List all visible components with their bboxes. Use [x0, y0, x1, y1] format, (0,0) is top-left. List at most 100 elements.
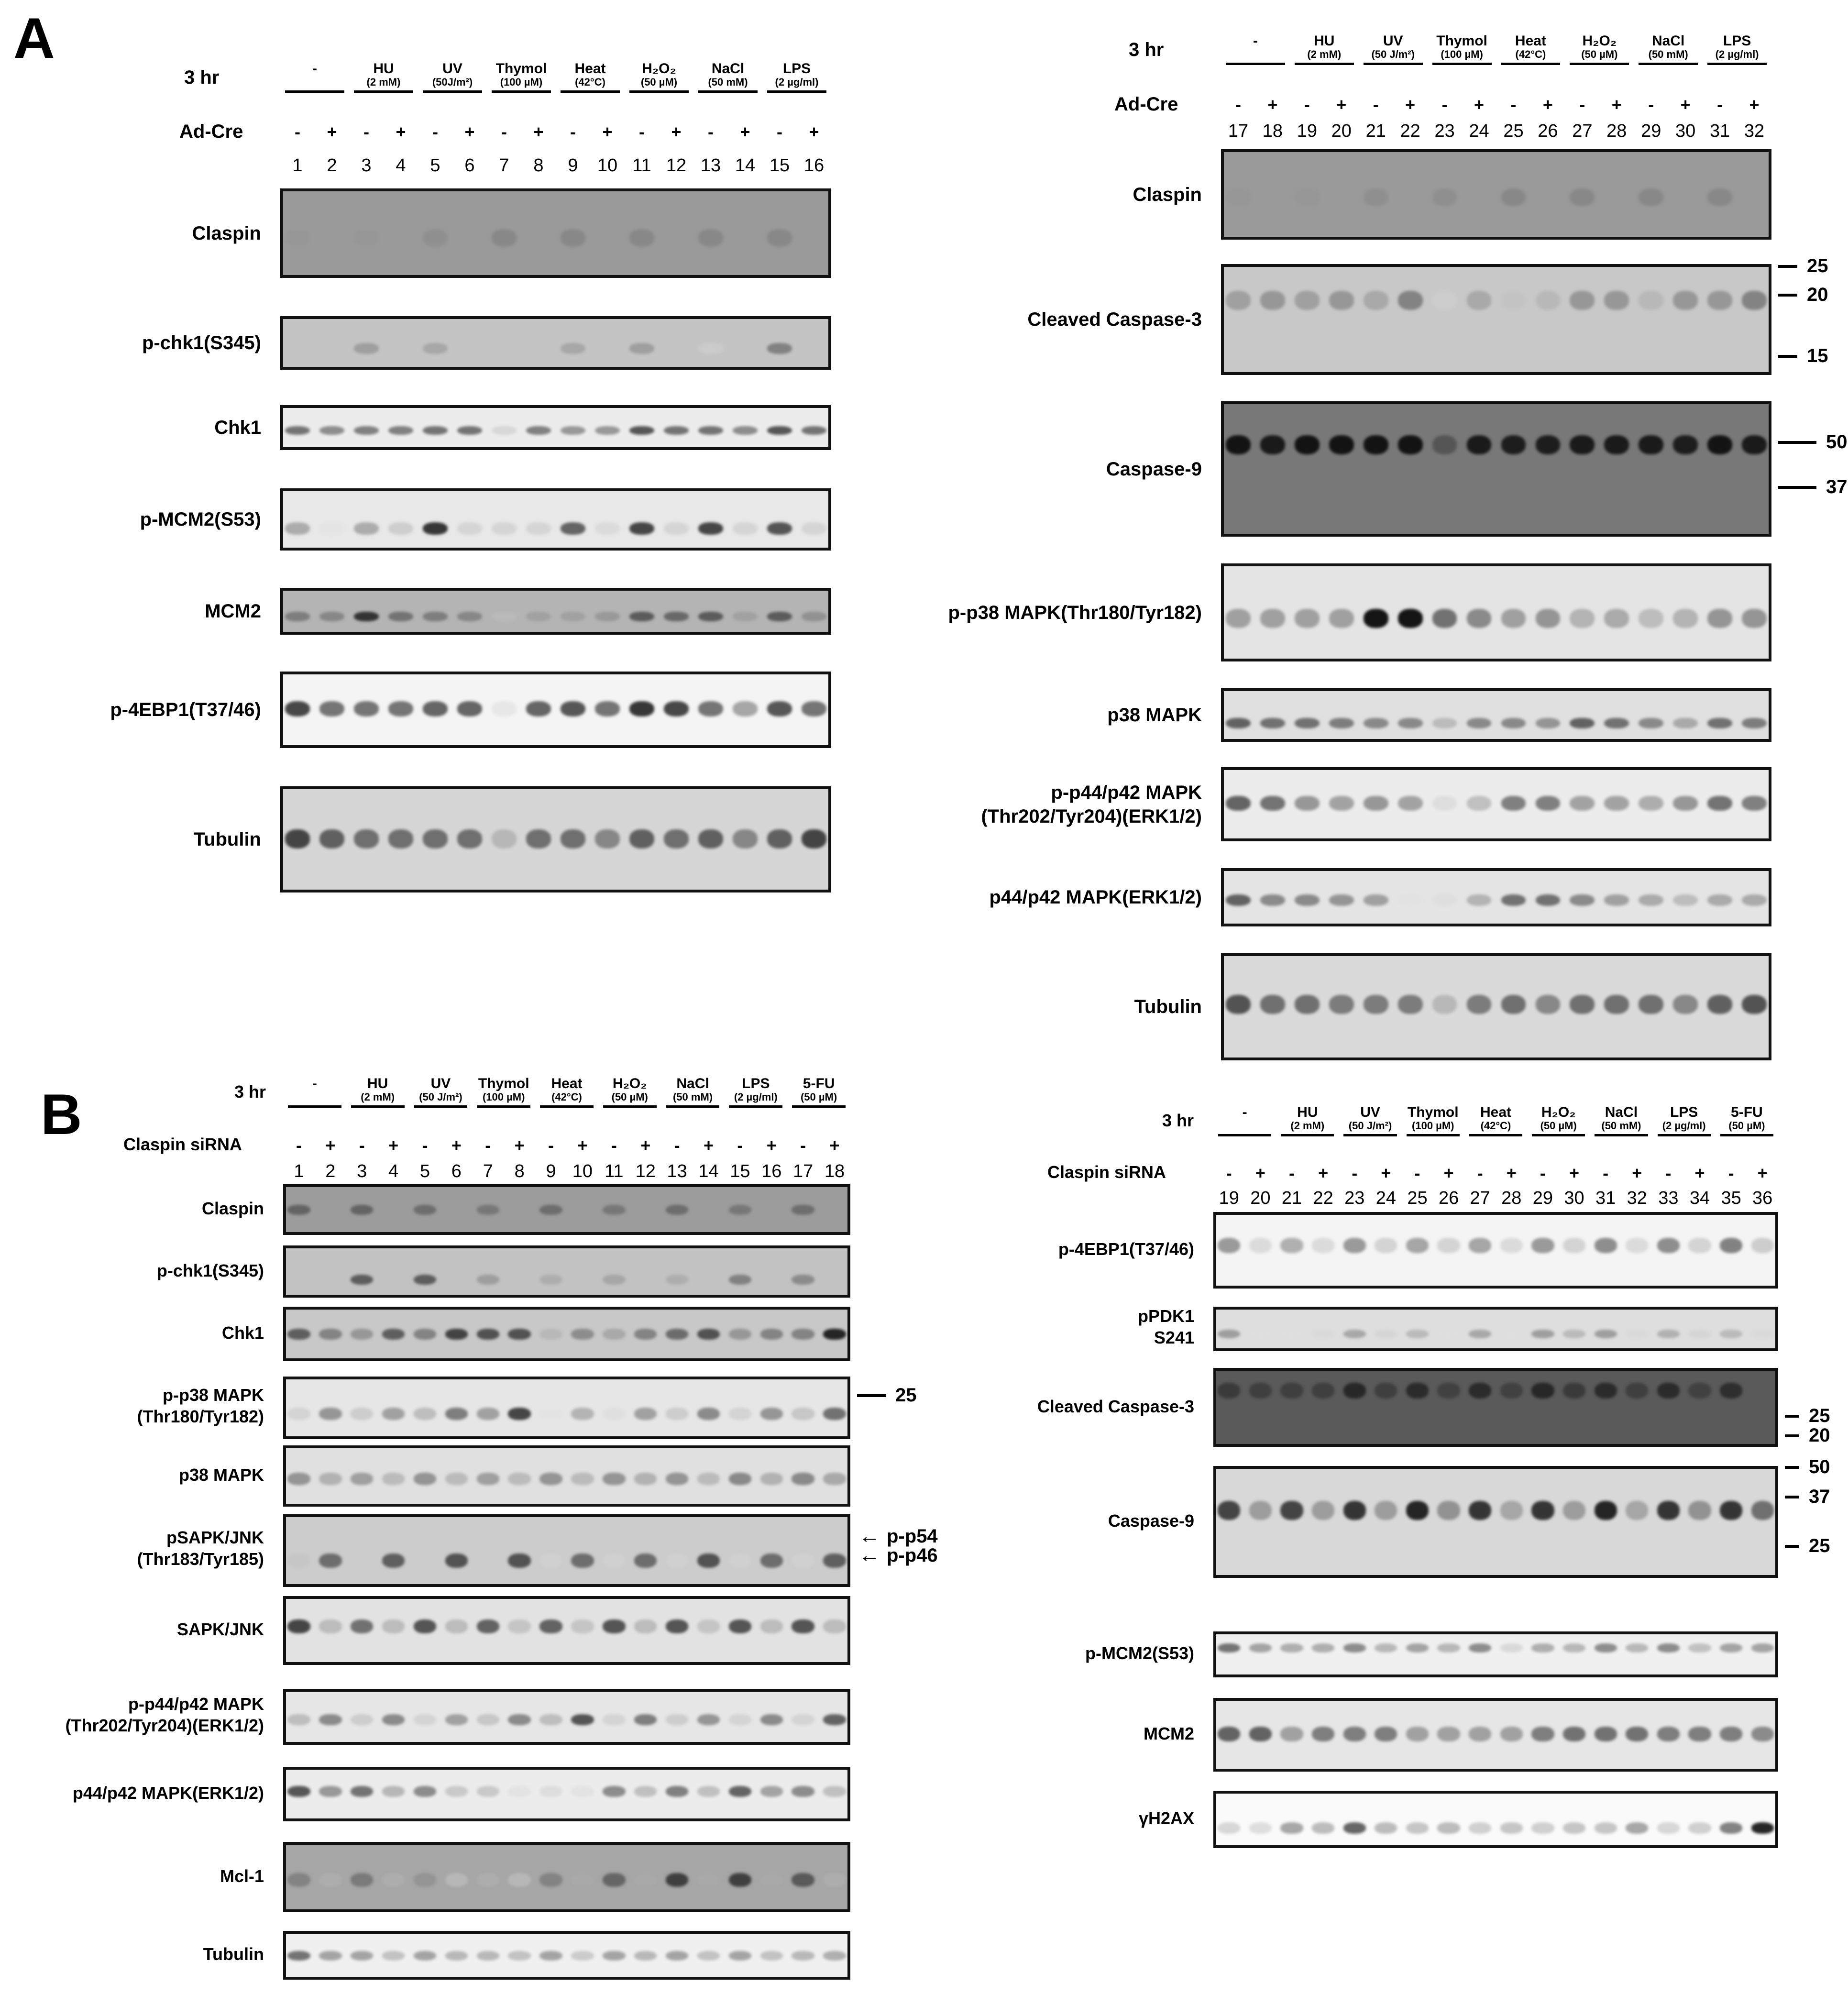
- lane-number: 7: [483, 1161, 493, 1181]
- protein-band: [445, 1553, 468, 1568]
- protein-band: [1673, 608, 1698, 628]
- blot-label: Claspin: [192, 222, 261, 244]
- plus-sign: +: [829, 1135, 840, 1155]
- protein-band: [1719, 1382, 1743, 1399]
- plus-sign: +: [1680, 95, 1691, 114]
- protein-band: [354, 343, 379, 354]
- western-blot: [1213, 1698, 1778, 1772]
- plus-sign: +: [1443, 1163, 1454, 1183]
- protein-band: [571, 1407, 594, 1421]
- protein-band: [423, 701, 448, 716]
- protein-band: [351, 1714, 374, 1726]
- protein-band: [561, 229, 585, 247]
- protein-band: [351, 1274, 374, 1285]
- protein-band: [603, 1950, 626, 1961]
- western-blot: [1221, 868, 1771, 926]
- protein-band: [388, 612, 413, 621]
- mw-marker: 37: [1785, 1486, 1830, 1508]
- protein-band: [445, 1407, 468, 1421]
- protein-band: [1397, 290, 1423, 310]
- protein-band: [1500, 1643, 1523, 1653]
- mw-label: 25: [1809, 1535, 1830, 1556]
- treatment-group: NaCl(50 mM): [666, 1076, 720, 1108]
- protein-band: [1604, 994, 1629, 1014]
- protein-band: [1406, 1238, 1429, 1253]
- mw-label: 50: [1809, 1456, 1830, 1477]
- treatment-underline: [1294, 62, 1354, 65]
- treatment-group: 5-FU(50 µM): [1720, 1105, 1773, 1136]
- lane-number: 13: [700, 155, 721, 176]
- western-blot: [1221, 149, 1771, 240]
- blot-label: Tubulin: [193, 829, 261, 850]
- protein-band: [1280, 1329, 1303, 1339]
- protein-band: [1751, 1643, 1774, 1653]
- protein-band: [1363, 290, 1388, 310]
- blot-label: p-chk1(S345): [156, 1260, 264, 1280]
- protein-band: [457, 701, 482, 716]
- protein-band: [1343, 1822, 1366, 1834]
- mw-tick: [1785, 1465, 1799, 1469]
- treatment-underline: [729, 1105, 783, 1108]
- minus-sign: -: [422, 1135, 428, 1155]
- plus-sign: +: [1405, 95, 1416, 114]
- protein-band: [319, 426, 344, 435]
- treatment-group: -: [285, 61, 344, 93]
- protein-band: [1218, 1726, 1241, 1741]
- protein-band: [665, 1950, 689, 1961]
- lane-number: 33: [1658, 1188, 1679, 1208]
- protein-band: [1280, 1822, 1303, 1834]
- protein-band: [629, 229, 654, 247]
- protein-band: [1707, 994, 1732, 1014]
- minus-sign: -: [1477, 1163, 1483, 1183]
- protein-band: [445, 1873, 468, 1887]
- blot-label: Caspase-9: [1106, 458, 1202, 480]
- lane-number: 19: [1297, 121, 1317, 141]
- plus-sign: +: [809, 122, 819, 142]
- protein-band: [1432, 290, 1457, 310]
- a-left-time-label: 3 hr: [184, 67, 220, 88]
- protein-band: [1657, 1329, 1680, 1339]
- protein-band: [1260, 994, 1285, 1014]
- treatment-name: Heat: [574, 61, 606, 77]
- protein-band: [733, 612, 758, 621]
- treatment-group: NaCl(50 mM): [1639, 33, 1698, 65]
- protein-band: [1329, 608, 1354, 628]
- protein-band: [1751, 1500, 1774, 1520]
- protein-band: [1688, 1329, 1711, 1339]
- blot-label: p-MCM2(S53): [1085, 1643, 1194, 1663]
- protein-band: [792, 1328, 814, 1340]
- treatment-group: NaCl(50 mM): [1595, 1105, 1648, 1136]
- protein-band: [1218, 1822, 1241, 1834]
- treatment-dose: (50 µM): [611, 1091, 648, 1103]
- protein-band: [595, 612, 620, 621]
- protein-band: [1397, 435, 1423, 454]
- lane-number: 1: [294, 1161, 304, 1181]
- protein-band: [539, 1619, 562, 1633]
- treatment-group: LPS(2 µg/ml): [1657, 1105, 1711, 1136]
- protein-band: [1218, 1500, 1241, 1520]
- panel-letter-b: B: [41, 1082, 82, 1146]
- western-blot: [1221, 767, 1771, 841]
- protein-band: [1535, 608, 1561, 628]
- protein-band: [1719, 1726, 1743, 1741]
- minus-sign: -: [295, 122, 300, 142]
- treatment-underline: [603, 1105, 657, 1108]
- protein-band: [1657, 1822, 1680, 1834]
- treatment-underline: [1707, 62, 1767, 65]
- lane-number: 6: [464, 155, 475, 176]
- protein-band: [603, 1274, 626, 1285]
- protein-band: [1249, 1726, 1272, 1741]
- plus-sign: +: [327, 122, 337, 142]
- plus-sign: +: [602, 122, 613, 142]
- protein-band: [1751, 1238, 1774, 1253]
- protein-band: [1432, 894, 1457, 906]
- treatment-name: UV: [1360, 1104, 1380, 1120]
- protein-band: [1531, 1643, 1554, 1653]
- minus-sign: -: [359, 1135, 365, 1155]
- protein-band: [1363, 796, 1388, 811]
- treatment-dose: [285, 77, 344, 88]
- minus-sign: -: [363, 122, 369, 142]
- treatment-name: LPS: [782, 61, 811, 77]
- protein-band: [1535, 718, 1561, 729]
- protein-band: [1329, 435, 1354, 454]
